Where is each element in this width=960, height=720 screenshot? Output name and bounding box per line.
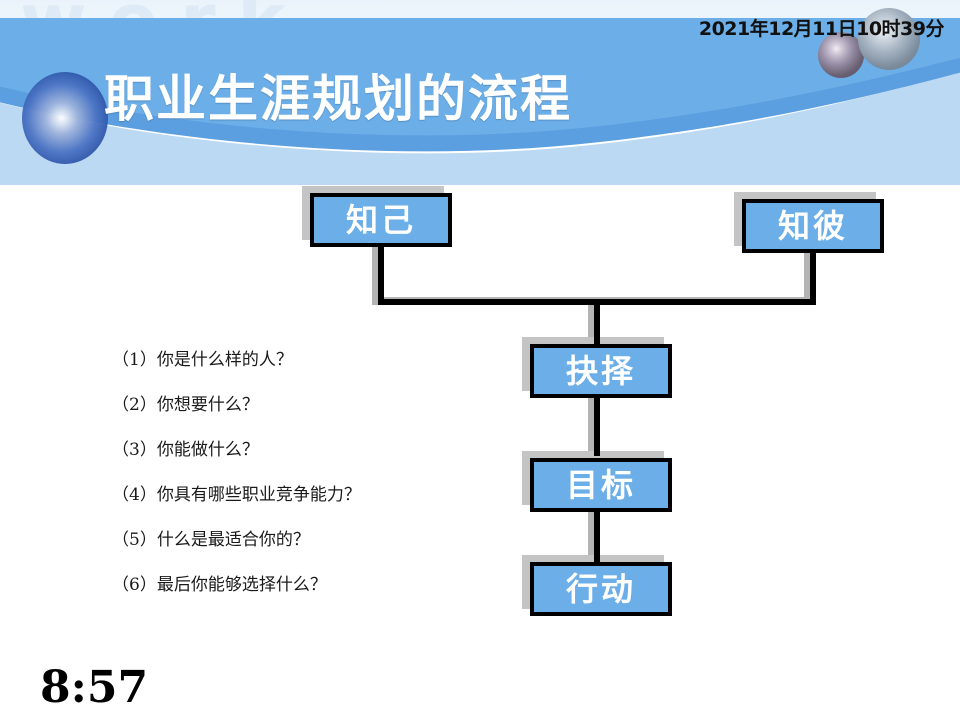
flow-node-xingdong[interactable]: 行动 xyxy=(530,562,672,616)
flow-node-mubiao-label: 目标 xyxy=(565,466,636,504)
connector-mubiao-xingdong xyxy=(594,510,600,566)
question-list: （1）你是什么样的人？ （2）你想要什么？ （3）你能做什么？ （4）你具有哪些… xyxy=(112,352,442,622)
connector-shadow-center-down xyxy=(588,297,596,347)
datetime-stamp: 2021年12月11日10时39分 xyxy=(698,18,945,40)
clock-display: 8:57 xyxy=(40,662,149,713)
slide-header: work xyxy=(0,0,960,185)
decorative-sphere-small xyxy=(818,32,864,78)
flow-node-juezhe[interactable]: 抉择 xyxy=(530,344,672,398)
list-item: （6）最后你能够选择什么？ xyxy=(112,575,327,595)
flow-node-juezhe-label: 抉择 xyxy=(565,352,636,390)
connector-shadow-juezhe-mubiao xyxy=(588,394,596,454)
connector-juezhe-mubiao xyxy=(594,396,600,456)
flow-node-mubiao[interactable]: 目标 xyxy=(530,458,672,512)
page-title: 职业生涯规划的流程 xyxy=(104,69,572,128)
connector-zhibi-down xyxy=(810,252,816,305)
connector-center-down xyxy=(594,299,600,345)
header-wave-light xyxy=(0,71,960,185)
list-item: （3）你能做什么？ xyxy=(112,440,259,460)
flow-node-xingdong-label: 行动 xyxy=(565,570,636,608)
decorative-sphere-banner xyxy=(22,72,108,164)
list-item: （5）什么是最适合你的？ xyxy=(112,530,310,550)
decorative-sphere-large xyxy=(858,8,920,70)
connector-shadow-zhiji-down xyxy=(372,243,380,305)
flow-node-zhiji[interactable]: 知己 xyxy=(310,193,452,247)
connector-shadow-zhibi-down xyxy=(804,248,812,305)
flow-node-zhibi-label: 知彼 xyxy=(777,207,848,245)
list-item: （1）你是什么样的人？ xyxy=(112,350,293,370)
connector-zhiji-down xyxy=(378,247,384,305)
list-item: （4）你具有哪些职业竞争能力？ xyxy=(112,485,361,505)
list-item: （2）你想要什么？ xyxy=(112,395,259,415)
header-wave-main xyxy=(0,18,960,152)
flow-node-zhibi[interactable]: 知彼 xyxy=(742,199,884,253)
connector-shadow-mubiao-xingdong xyxy=(588,508,596,568)
flow-node-zhiji-label: 知己 xyxy=(345,201,416,239)
